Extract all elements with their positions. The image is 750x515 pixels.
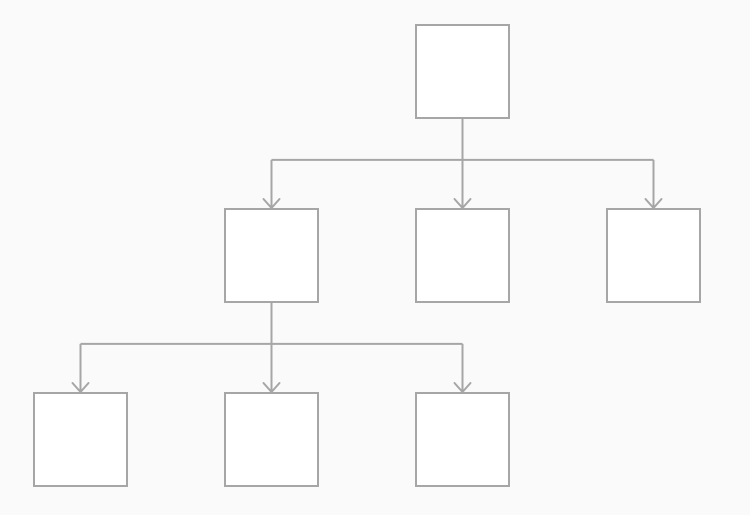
node-child-3 bbox=[606, 208, 701, 303]
node-child-1 bbox=[224, 208, 319, 303]
node-grandchild-2 bbox=[224, 392, 319, 487]
node-box-child-2 bbox=[415, 208, 510, 303]
node-box-grandchild-3 bbox=[415, 392, 510, 487]
connectors-layer bbox=[71, 118, 663, 393]
node-grandchild-3 bbox=[415, 392, 510, 487]
node-box-child-3 bbox=[606, 208, 701, 303]
node-box-child-1 bbox=[224, 208, 319, 303]
connector-group-root bbox=[262, 118, 663, 209]
nodes-layer bbox=[33, 24, 701, 487]
node-box-root bbox=[415, 24, 510, 119]
connector-group-child-1 bbox=[71, 302, 472, 393]
node-child-2 bbox=[415, 208, 510, 303]
node-grandchild-1 bbox=[33, 392, 128, 487]
node-box-grandchild-1 bbox=[33, 392, 128, 487]
node-box-grandchild-2 bbox=[224, 392, 319, 487]
node-root bbox=[415, 24, 510, 119]
